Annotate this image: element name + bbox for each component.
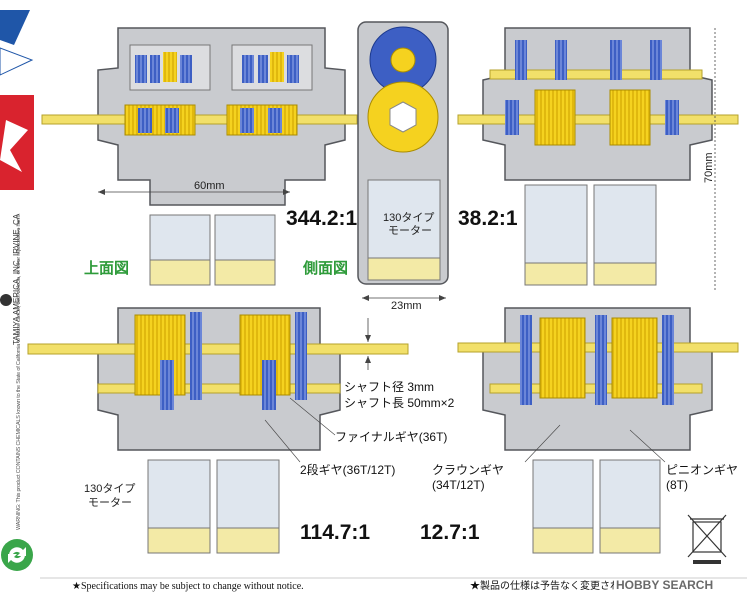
shaft-diameter-label: シャフト径 3mm (344, 380, 435, 394)
ratio-12: 12.7:1 (420, 521, 480, 544)
gearbox-side-view (357, 21, 449, 301)
brand-strip (0, 0, 40, 597)
dim-60mm: 60mm (194, 180, 225, 192)
crown-gear-label-1: クラウンギヤ (432, 463, 505, 477)
gear-stack-right (226, 52, 299, 136)
trash-bin-icon (687, 514, 727, 564)
tamiya-blue-star (0, 10, 30, 45)
dim-70mm: 70mm (703, 152, 715, 183)
gearbox-114-view (27, 307, 409, 554)
recycle-icon (1, 539, 33, 571)
bottom-motor-label-1: 130タイプ (84, 483, 136, 495)
tamiya-red-block (0, 95, 34, 190)
pinion-gear-label-2: (8T) (666, 478, 688, 492)
dim-23mm: 23mm (391, 300, 422, 312)
pinion-gear-label-1: ピニオンギヤ (666, 463, 739, 477)
final-gear-label: ファイナルギヤ(36T) (335, 430, 448, 444)
gearbox-12-view (457, 307, 739, 554)
ratio-38: 38.2:1 (458, 207, 518, 230)
top-view-label: 上面図 (84, 260, 130, 277)
motor-right (214, 214, 276, 261)
watermark: HOBBY SEARCH (614, 578, 716, 592)
ratio-114: 114.7:1 (300, 521, 371, 544)
motor-left (149, 214, 211, 261)
gearbox-38-view (457, 27, 739, 290)
side-motor (367, 179, 441, 261)
gearbox-344-top-view (41, 27, 358, 286)
side-motor-label-1: 130タイプ (383, 212, 435, 224)
bottom-motor-label-2: モーター (88, 497, 132, 509)
punch-hole (0, 294, 12, 306)
shaft-length-label: シャフト長 50mm×2 (344, 396, 455, 410)
crown-gear-label-2: (34T/12T) (432, 478, 485, 492)
two-stage-gear-label: 2段ギヤ(36T/12T) (300, 463, 396, 477)
footer-note-jp: ★製品の仕様は予告なく変更される場合があります。 (470, 581, 709, 592)
tamiya-logo (0, 0, 34, 306)
output-shaft (41, 114, 358, 125)
side-motor-label-2: モーター (388, 225, 432, 237)
gear-stack-left (124, 52, 196, 136)
ratio-344: 344.2:1 (286, 207, 358, 230)
side-view-label: 側面図 (303, 260, 349, 277)
footer-note-en: ★Specifications may be subject to change… (72, 581, 304, 592)
